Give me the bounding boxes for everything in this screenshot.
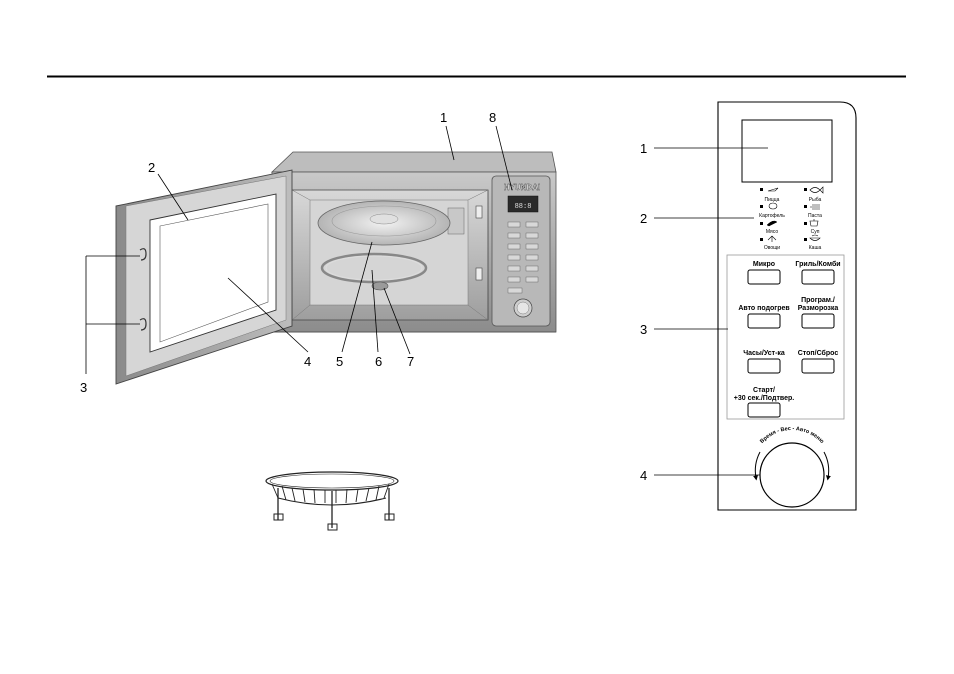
panel-callout-3: 3 bbox=[640, 322, 647, 337]
grill-combi-button[interactable] bbox=[802, 270, 834, 284]
coupler bbox=[372, 282, 388, 290]
control-panel-diagram: Пицца Рыба Картофель Паста Мясо Суп Овощ… bbox=[718, 102, 856, 510]
stop-label: Стоп/Сброс bbox=[798, 349, 839, 357]
panel-display bbox=[742, 120, 832, 182]
oven-callout-7: 7 bbox=[407, 354, 414, 369]
start-label-line1: Старт/ bbox=[753, 387, 775, 394]
auto-reheat-label: Авто подогрев bbox=[738, 305, 790, 312]
menu-label-potato: Картофель bbox=[759, 213, 785, 219]
program-label-line1: Програм./ bbox=[801, 297, 835, 304]
start-label-line2: +30 сек./Подтвер. bbox=[734, 395, 794, 402]
clock-label: Часы/Уст-ка bbox=[743, 350, 785, 357]
brand-logo: HYUNDAI bbox=[504, 183, 540, 192]
clock-button[interactable] bbox=[748, 359, 780, 373]
panel-callout-2: 2 bbox=[640, 211, 647, 226]
micro-button[interactable] bbox=[748, 270, 780, 284]
oven-callout-4: 4 bbox=[304, 354, 311, 369]
stop-reset-button[interactable] bbox=[802, 359, 834, 373]
menu-label-vegetables: Овощи bbox=[764, 245, 780, 251]
oven-callout-2: 2 bbox=[148, 160, 155, 175]
control-dial[interactable] bbox=[760, 443, 824, 507]
menu-label-pasta: Паста bbox=[808, 213, 822, 219]
panel-callout-4: 4 bbox=[640, 468, 647, 483]
menu-label-soup: Суп bbox=[811, 229, 820, 235]
program-label-line2: Разморозка bbox=[798, 305, 839, 312]
panel-callout-1: 1 bbox=[640, 141, 647, 156]
microwave-oven: HYUNDAI 88:8 bbox=[272, 152, 556, 332]
menu-label-meat: Мясо bbox=[766, 229, 778, 235]
svg-text:88:8: 88:8 bbox=[515, 203, 532, 211]
micro-label: Микро bbox=[753, 261, 775, 268]
oven-door bbox=[116, 170, 292, 384]
oven-callout-8: 8 bbox=[489, 110, 496, 125]
start-button[interactable] bbox=[748, 403, 780, 417]
panel-callout-numbers: 1 2 3 4 bbox=[640, 141, 647, 483]
menu-label-pizza: Пицца bbox=[765, 197, 780, 203]
oven-callout-1: 1 bbox=[440, 110, 447, 125]
grill-rack bbox=[266, 472, 398, 530]
program-defrost-button[interactable] bbox=[802, 314, 834, 328]
auto-reheat-button[interactable] bbox=[748, 314, 780, 328]
oven-callout-5: 5 bbox=[336, 354, 343, 369]
grill-label: Гриль/Комби bbox=[795, 260, 840, 268]
oven-callout-6: 6 bbox=[375, 354, 382, 369]
menu-label-fish: Рыба bbox=[809, 197, 822, 203]
oven-callout-3: 3 bbox=[80, 380, 87, 395]
menu-label-porridge: Каша bbox=[809, 245, 822, 251]
